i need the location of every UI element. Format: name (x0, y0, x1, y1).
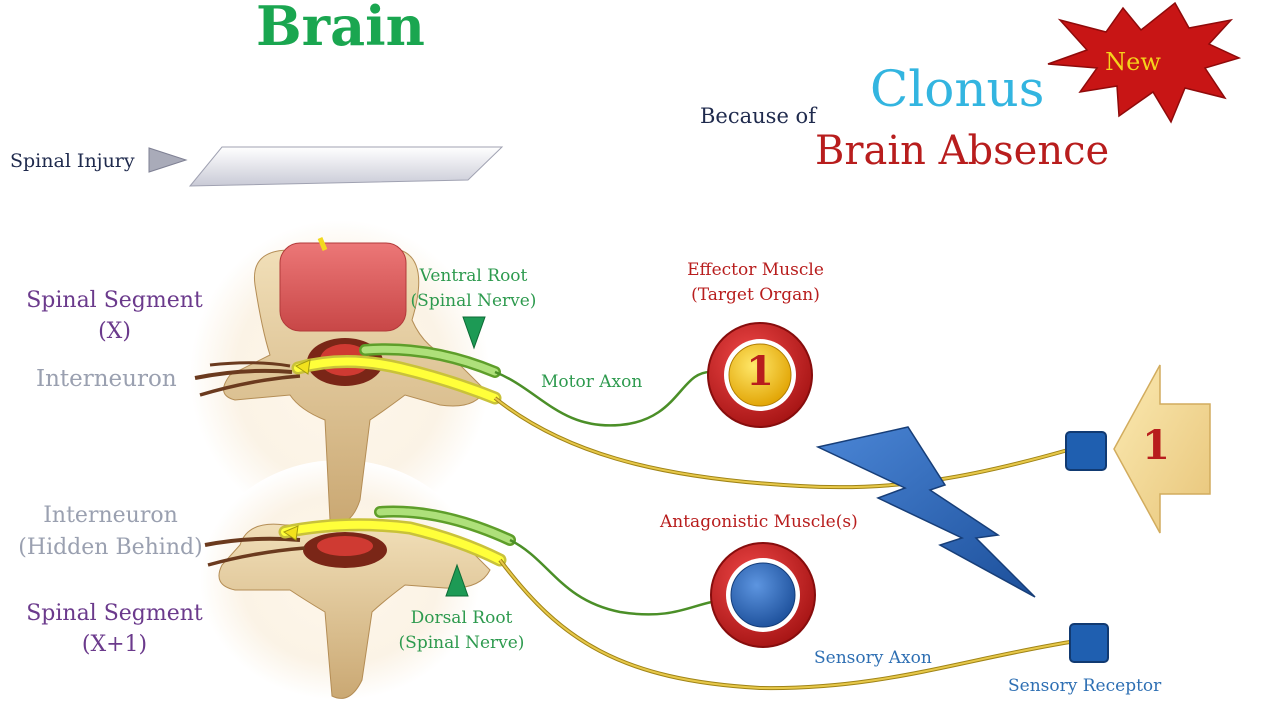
interneuron-arrow-lower (282, 525, 299, 541)
caption-clonus: Clonus (870, 60, 1045, 118)
spinal-segment-x1-label: Spinal Segment (X+1) (26, 601, 203, 657)
motor-axon-label: Motor Axon (541, 372, 643, 392)
interneuron-hidden-label: Interneuron (Hidden Behind) (18, 503, 203, 560)
sensory-axon-label: Sensory Axon (814, 648, 932, 668)
caption-cause: Brain Absence (815, 128, 1110, 174)
ventral-root-pointer-icon (462, 316, 486, 350)
vertebra-x1 (204, 523, 491, 699)
spinal-injury-plate (188, 146, 504, 187)
sensory-axon-upper-core (494, 397, 1069, 489)
interneuron-label: Interneuron (36, 366, 177, 392)
ventral-root-lower (374, 505, 516, 546)
dorsal-root-label: Dorsal Root (Spinal Nerve) (398, 608, 525, 653)
spinal-injury-label: Spinal Injury (10, 150, 135, 172)
lightning-bolt-icon (815, 426, 1036, 598)
caption-prefix: Because of (700, 104, 816, 128)
effector-muscle-number: 1 (746, 348, 774, 395)
sensory-receptor-label: Sensory Receptor (1008, 676, 1162, 696)
spinal-segment-x-label: Spinal Segment (X) (26, 288, 203, 344)
sensory-axon-lower-core (499, 559, 1071, 690)
dorsal-root-upper (291, 355, 502, 405)
interneuron-arrow-upper (294, 359, 311, 375)
effector-muscle-label: Effector Muscle (Target Organ) (687, 260, 824, 305)
antagonistic-muscle-label: Antagonistic Muscle(s) (660, 512, 858, 532)
page-title: Brain (256, 0, 425, 58)
dorsal-root-pointer-icon (445, 563, 469, 597)
motor-axon-lower (509, 538, 713, 616)
sensory-receptor-upper (1065, 431, 1107, 471)
motor-axon-upper (494, 370, 713, 427)
stimulus-number: 1 (1142, 422, 1170, 469)
spinal-injury-pointer-icon (148, 147, 188, 173)
sensory-receptor-lower (1069, 623, 1109, 663)
new-badge-starburst (1047, 1, 1242, 124)
stimulus-arrow-icon (1113, 364, 1211, 534)
ventral-root-label: Ventral Root (Spinal Nerve) (410, 266, 537, 311)
antagonistic-muscle-icon (710, 542, 816, 648)
ventral-root-upper (359, 343, 501, 378)
dorsal-root-lower (278, 518, 507, 567)
new-badge: New (1105, 48, 1161, 76)
effector-muscle-icon (707, 322, 813, 428)
